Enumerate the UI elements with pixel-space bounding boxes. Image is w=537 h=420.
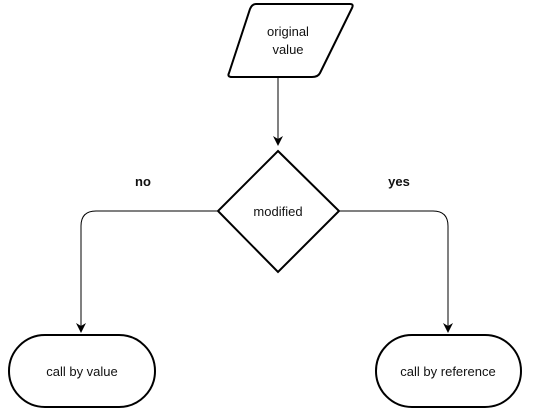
terminal-right-label: call by reference xyxy=(400,364,495,379)
terminal-right-node: call by reference xyxy=(375,334,522,408)
edge-label-no: no xyxy=(135,174,151,189)
terminal-left-node: call by value xyxy=(8,334,156,408)
input-node-label-line1: original xyxy=(267,24,309,39)
edge-label-yes: yes xyxy=(388,174,410,189)
terminal-right-shape xyxy=(375,334,522,408)
decision-node-label: modified xyxy=(253,204,302,219)
diamond-shape xyxy=(216,149,341,274)
edge-decision-to-left xyxy=(76,210,218,333)
input-node: original value xyxy=(227,3,354,78)
terminal-left-label: call by value xyxy=(46,364,118,379)
parallelogram-shape xyxy=(227,3,354,78)
decision-node: modified xyxy=(216,149,341,274)
input-node-label-line2: value xyxy=(272,42,303,57)
terminal-left-shape xyxy=(8,334,156,408)
edge-decision-to-right xyxy=(339,210,453,333)
